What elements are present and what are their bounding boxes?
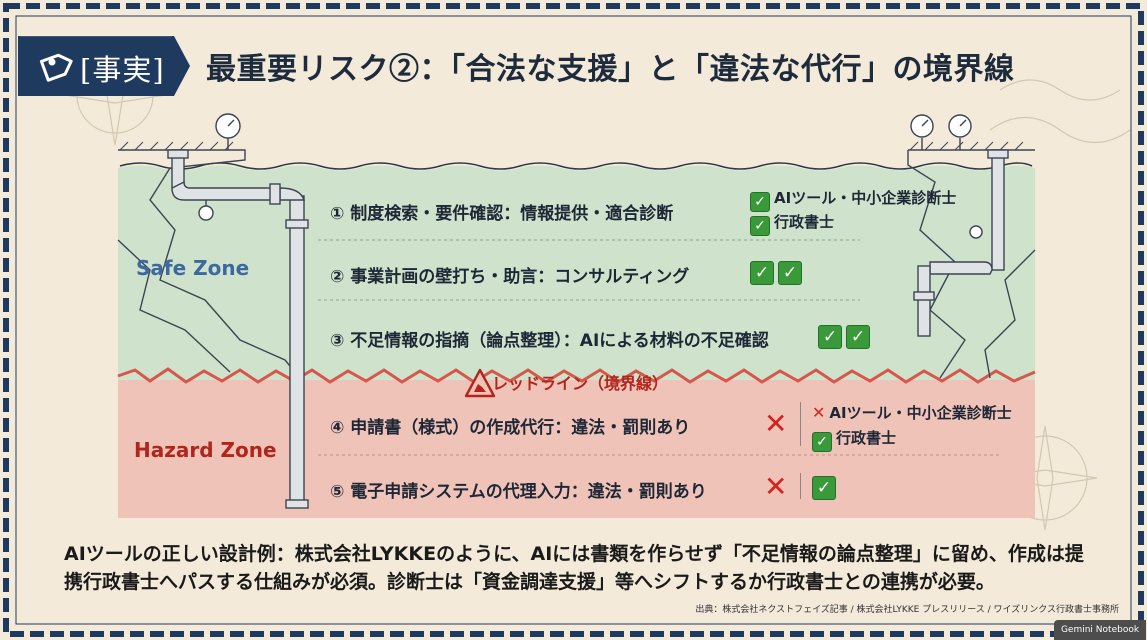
cross-icon: ✕ — [764, 470, 788, 503]
row-4-who-1: ✕AIツール・中小企業診断士 — [812, 403, 1012, 422]
check-icon: ✓ — [846, 325, 870, 349]
safe-zone-label: Safe Zone — [136, 256, 250, 280]
watermark-badge: Gemini Notebook — [1054, 620, 1146, 640]
row-3-marks: ✓✓ — [818, 324, 874, 349]
row-1-who-2: ✓行政書士 — [750, 211, 834, 236]
pipe-left — [167, 149, 309, 509]
divider — [800, 473, 801, 499]
pipe-right — [913, 149, 1009, 337]
tag-icon — [39, 53, 73, 82]
check-icon: ✓ — [778, 261, 802, 285]
source-citation: 出典：株式会社ネクストフェイズ記事 / 株式会社LYKKE プレスリリース / … — [695, 605, 1119, 615]
row-4-who-2: ✓行政書士 — [812, 427, 896, 452]
row-5-text: ⑤ 電子申請システムの代理入力：違法・罰則あり — [330, 482, 707, 502]
check-icon: ✓ — [812, 476, 836, 500]
row-1-text: ① 制度検索・要件確認：情報提供・適合診断 — [330, 204, 674, 224]
pressure-gauge-icon — [910, 114, 983, 239]
row-2-marks: ✓✓ — [750, 260, 806, 285]
check-icon: ✓ — [750, 216, 770, 236]
row-4-text: ④ 申請書（様式）の作成代行：違法・罰則あり — [330, 418, 691, 438]
check-icon: ✓ — [812, 432, 832, 452]
tag-badge — [18, 35, 190, 96]
row-1-who-1: ✓AIツール・中小企業診断士 — [750, 187, 956, 212]
cross-icon: ✕ — [812, 403, 826, 422]
pressure-gauge-icon — [198, 113, 241, 221]
check-icon: ✓ — [750, 192, 770, 212]
check-icon: ✓ — [818, 325, 842, 349]
tag-label: [事実] — [80, 53, 165, 87]
row-3-text: ③ 不足情報の指摘（論点整理）：AIによる材料の不足確認 — [330, 331, 769, 351]
page-title: 最重要リスク②：「合法な支援」と「違法な代行」の境界線 — [206, 52, 1015, 87]
redline-label: レッドライン（境界線） — [492, 374, 669, 393]
warning-icon — [464, 368, 496, 398]
summary-text: AIツールの正しい設計例：株式会社LYKKEのように、AIには書類を作らせず「不… — [64, 543, 1084, 593]
check-icon: ✓ — [750, 261, 774, 285]
divider — [800, 402, 801, 446]
row-5-marks: ✓ — [812, 475, 840, 500]
row-2-text: ② 事業計画の壁打ち・助言：コンサルティング — [330, 267, 690, 287]
cross-icon: ✕ — [764, 407, 788, 440]
cliff-rocks — [117, 149, 1036, 379]
hazard-zone-label: Hazard Zone — [134, 438, 277, 462]
